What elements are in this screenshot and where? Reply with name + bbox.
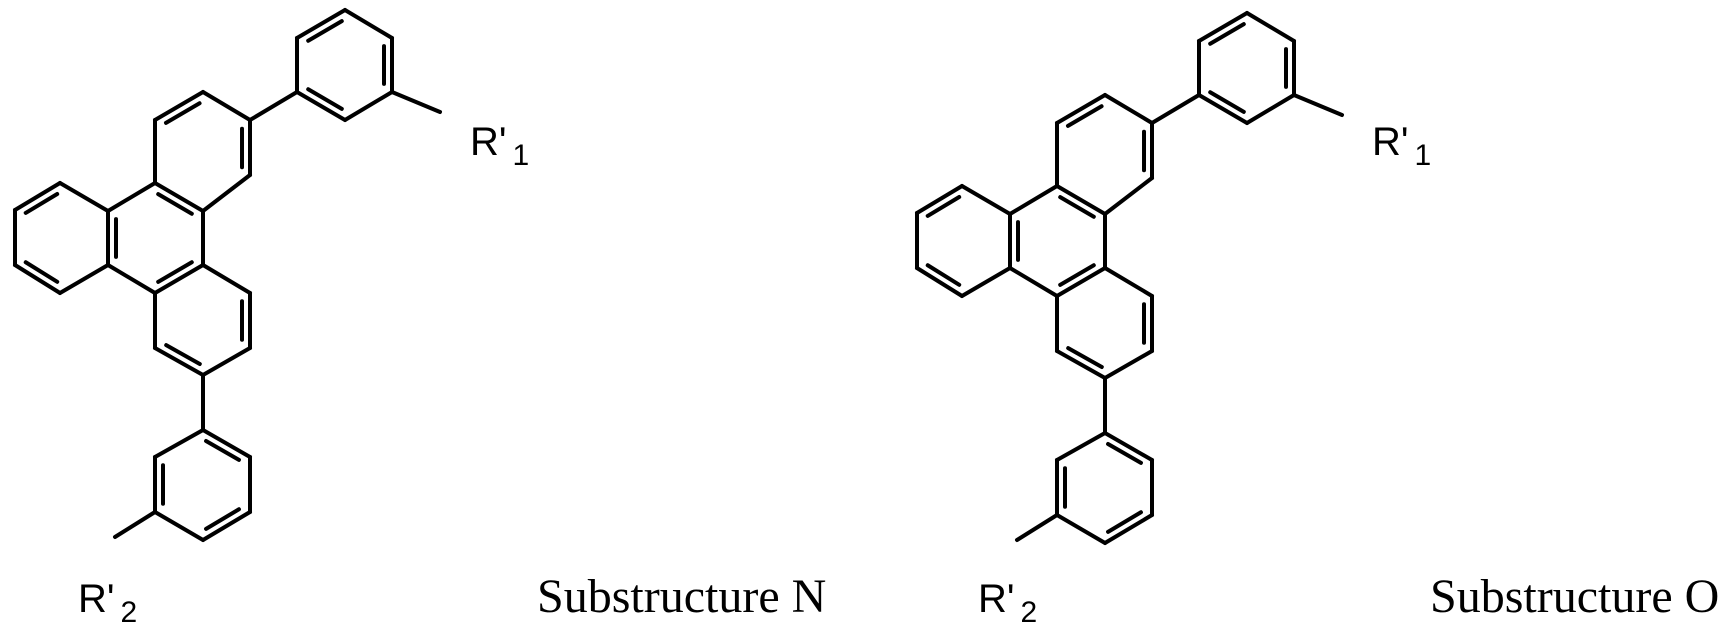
substituent-r2-o: R'2 xyxy=(978,577,1037,626)
n-bond-t2-t3 xyxy=(203,92,250,120)
n-bond-q6-q1 xyxy=(155,430,203,457)
o-double-bond-q1-q2 xyxy=(1108,444,1141,463)
n-bond-f-l1 xyxy=(60,183,108,211)
n-double-bond-r1-r2 xyxy=(166,345,200,364)
o-double-bond-p6-p1 xyxy=(1210,92,1244,112)
substructure-o: R'1 R'2 Substructure O xyxy=(917,13,1719,626)
n-bond-q5-s2 xyxy=(115,512,155,537)
n-bond-d-e xyxy=(108,265,155,293)
n-double-bond-a-b xyxy=(158,194,192,214)
n-bond-t3-p1 xyxy=(250,92,297,120)
n-double-bond-q3-q4 xyxy=(206,509,239,529)
o-bond-t3-p1 xyxy=(1152,95,1199,123)
o-bond-t2-t3 xyxy=(1105,95,1152,123)
o-double-bond-q3-q4 xyxy=(1108,512,1141,532)
o-bond-r2-r3 xyxy=(1105,351,1152,378)
o-bond-p3-p4 xyxy=(1247,13,1294,41)
caption-substructure-o: Substructure O xyxy=(1430,570,1719,623)
o-double-bond-p2-p3 xyxy=(1210,24,1244,44)
substructure-o-bonds xyxy=(917,13,1342,543)
n-double-bond-l1-l2 xyxy=(26,194,58,213)
o-double-bond-l3-l4 xyxy=(928,265,960,285)
n-bond-t4-b xyxy=(203,175,250,211)
substituent-r1-n: R'1 xyxy=(470,120,529,172)
n-double-bond-p2-p3 xyxy=(308,21,342,41)
n-bond-r2-r3 xyxy=(203,348,250,375)
o-bond-f-a xyxy=(1010,186,1057,214)
o-bond-q4-q5 xyxy=(1057,515,1105,543)
o-double-bond-l1-l2 xyxy=(928,197,960,216)
n-bond-q4-q5 xyxy=(155,512,203,540)
o-bond-p5-p6 xyxy=(1247,95,1294,123)
n-double-bond-c-d xyxy=(158,262,192,282)
o-bond-f-l1 xyxy=(962,186,1010,214)
o-double-bond-t1-t2 xyxy=(1068,106,1102,126)
o-bond-q6-q1 xyxy=(1057,433,1105,460)
o-bond-r4-c xyxy=(1105,268,1152,296)
n-bond-f-a xyxy=(108,183,155,211)
o-bond-p5-s1 xyxy=(1294,95,1342,115)
n-bond-p5-p6 xyxy=(345,92,392,120)
caption-substructure-n: Substructure N xyxy=(537,570,826,623)
substituent-r1-o: R'1 xyxy=(1372,120,1431,172)
n-bond-p3-p4 xyxy=(345,10,392,38)
o-double-bond-r1-r2 xyxy=(1068,348,1102,367)
o-bond-q5-s2 xyxy=(1017,515,1057,540)
n-bond-l4-e xyxy=(60,265,108,293)
substructure-n-bonds xyxy=(15,10,440,540)
n-double-bond-q1-q2 xyxy=(206,441,239,460)
o-bond-d-e xyxy=(1010,268,1057,296)
o-double-bond-c-d xyxy=(1060,265,1094,285)
n-double-bond-l3-l4 xyxy=(26,262,58,282)
n-bond-p5-s1 xyxy=(392,92,440,112)
o-bond-t4-b xyxy=(1105,178,1152,214)
o-bond-l4-e xyxy=(962,268,1010,296)
n-bond-r4-c xyxy=(203,265,250,293)
substructure-n: R'1 R'2 Substructure N xyxy=(15,10,826,626)
n-double-bond-p6-p1 xyxy=(308,89,342,109)
o-double-bond-a-b xyxy=(1060,197,1094,217)
n-double-bond-t1-t2 xyxy=(166,103,200,123)
substituent-r2-n: R'2 xyxy=(78,577,137,626)
